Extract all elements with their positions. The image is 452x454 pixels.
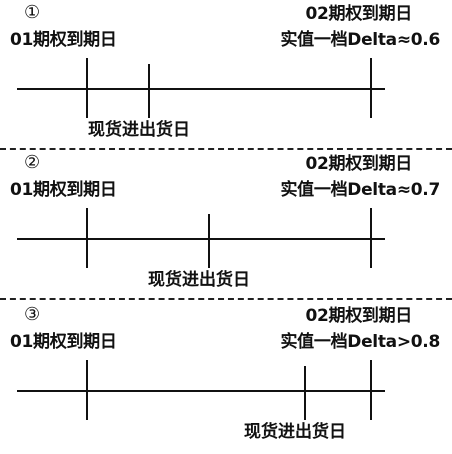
expiry-02-label: 02期权到期日 bbox=[305, 306, 412, 326]
expiry-01-label: 01期权到期日 bbox=[10, 180, 117, 200]
moneyness-label: 实值一档Delta≈0.7 bbox=[280, 180, 440, 200]
moneyness-label: 实值一档Delta>0.8 bbox=[280, 332, 440, 352]
spot-date-marker bbox=[208, 214, 210, 268]
timeline-panel-2: ② 01期权到期日 02期权到期日 实值一档Delta≈0.7 现货进出货日 bbox=[0, 150, 452, 300]
panel-number: ① bbox=[24, 2, 41, 23]
spot-date-marker bbox=[304, 366, 306, 420]
expiry-02-marker bbox=[370, 360, 372, 420]
spot-date-label: 现货进出货日 bbox=[244, 422, 346, 442]
timeline-axis bbox=[17, 390, 385, 392]
expiry-01-marker bbox=[86, 58, 88, 118]
expiry-02-marker bbox=[370, 208, 372, 268]
panel-number: ③ bbox=[24, 304, 41, 325]
expiry-02-label: 02期权到期日 bbox=[305, 154, 412, 174]
spot-date-label: 现货进出货日 bbox=[148, 270, 250, 290]
panel-number: ② bbox=[24, 152, 41, 173]
panel-divider bbox=[0, 148, 452, 150]
expiry-01-marker bbox=[86, 360, 88, 420]
timeline-axis bbox=[17, 88, 385, 90]
expiry-01-label: 01期权到期日 bbox=[10, 30, 117, 50]
spot-date-label: 现货进出货日 bbox=[88, 120, 190, 140]
timeline-axis bbox=[17, 238, 385, 240]
spot-date-marker bbox=[148, 64, 150, 118]
expiry-02-label: 02期权到期日 bbox=[305, 4, 412, 24]
timeline-panel-1: ① 01期权到期日 02期权到期日 实值一档Delta≈0.6 现货进出货日 bbox=[0, 0, 452, 150]
moneyness-label: 实值一档Delta≈0.6 bbox=[280, 30, 440, 50]
expiry-01-label: 01期权到期日 bbox=[10, 332, 117, 352]
timeline-panel-3: ③ 01期权到期日 02期权到期日 实值一档Delta>0.8 现货进出货日 bbox=[0, 302, 452, 452]
expiry-02-marker bbox=[370, 58, 372, 118]
expiry-01-marker bbox=[86, 208, 88, 268]
panel-divider bbox=[0, 298, 452, 300]
